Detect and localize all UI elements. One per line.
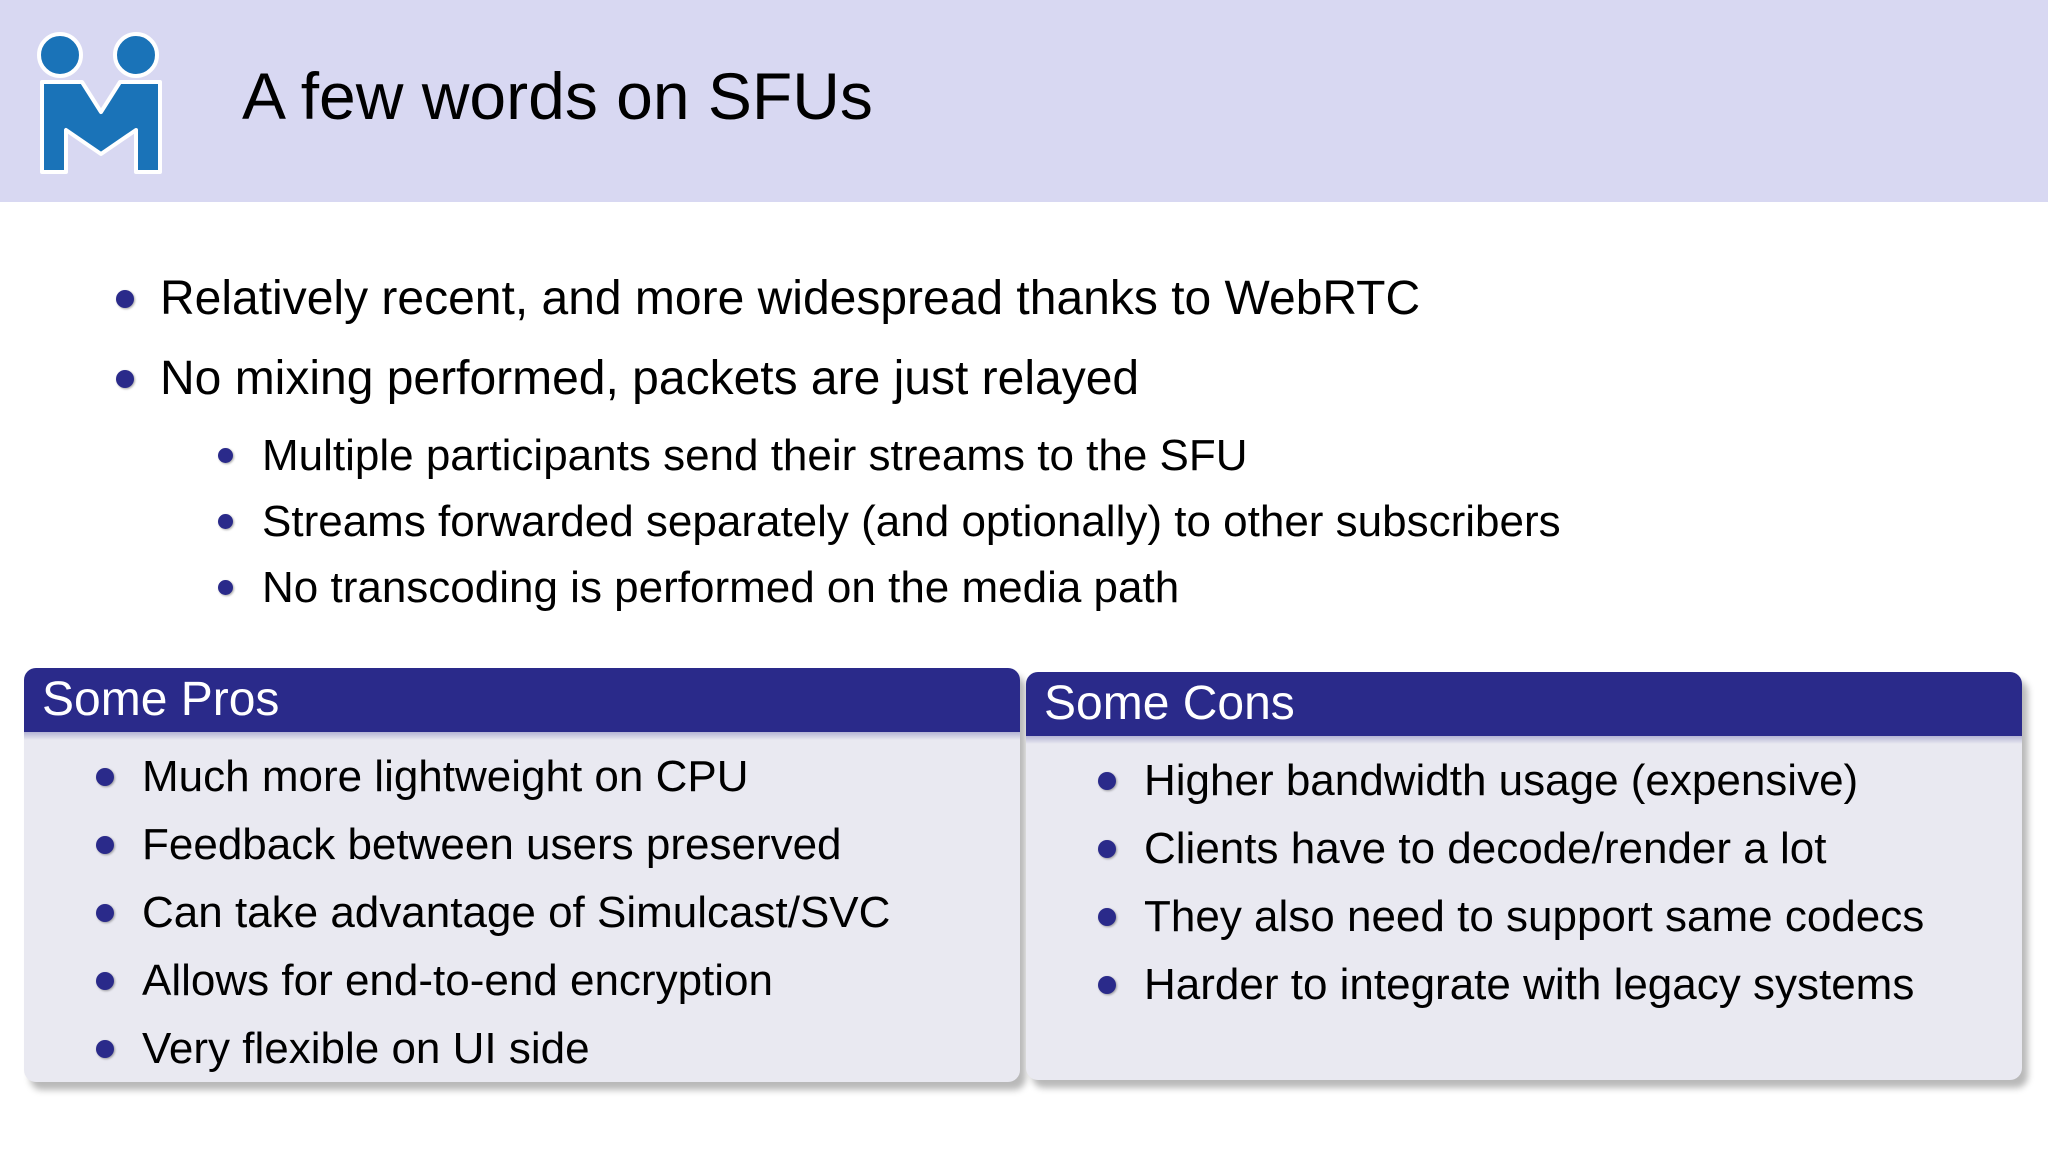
bullet-icon xyxy=(116,290,134,308)
bullet-text: Harder to integrate with legacy systems xyxy=(1144,960,1915,1009)
bullet-icon xyxy=(218,514,233,529)
bullet-text: Very flexible on UI side xyxy=(142,1024,590,1073)
bullet-text: No mixing performed, packets are just re… xyxy=(160,352,1140,405)
bullet-icon xyxy=(96,904,114,922)
bullet-icon xyxy=(96,972,114,990)
meetecho-logo-icon xyxy=(37,32,162,174)
pros-heading: Some Pros xyxy=(24,668,1020,740)
bullet-icon xyxy=(96,1040,114,1058)
bullet-icon xyxy=(96,836,114,854)
slide-header: A few words on SFUs xyxy=(0,0,2048,202)
bullet-icon xyxy=(96,768,114,786)
bullet-icon xyxy=(1098,772,1116,790)
bullet-icon xyxy=(218,580,233,595)
bullet-text: Clients have to decode/render a lot xyxy=(1144,824,1827,873)
bullet-text: Feedback between users preserved xyxy=(142,820,842,869)
bullet-text: They also need to support same codecs xyxy=(1144,892,1925,941)
bullet-text: Relatively recent, and more widespread t… xyxy=(160,272,1421,325)
pros-block: Some Pros Much more lightweight on CPU F… xyxy=(24,668,1020,1082)
bullet-icon xyxy=(1098,908,1116,926)
bullet-text: No transcoding is performed on the media… xyxy=(262,563,1180,612)
bullet-text: Higher bandwidth usage (expensive) xyxy=(1144,756,1859,805)
cons-heading: Some Cons xyxy=(1026,672,2022,744)
bullet-text: Much more lightweight on CPU xyxy=(142,752,749,801)
bullet-text: Streams forwarded separately (and option… xyxy=(262,497,1561,546)
bullet-text: Can take advantage of Simulcast/SVC xyxy=(142,888,891,937)
bullet-icon xyxy=(116,370,134,388)
bullet-icon xyxy=(1098,840,1116,858)
bullet-icon xyxy=(218,448,233,463)
slide-title: A few words on SFUs xyxy=(242,59,873,133)
bullet-text: Allows for end-to-end encryption xyxy=(142,956,773,1005)
cons-block: Some Cons Higher bandwidth usage (expens… xyxy=(1026,672,2022,1080)
bullet-text: Multiple participants send their streams… xyxy=(262,431,1248,480)
bullet-icon xyxy=(1098,976,1116,994)
